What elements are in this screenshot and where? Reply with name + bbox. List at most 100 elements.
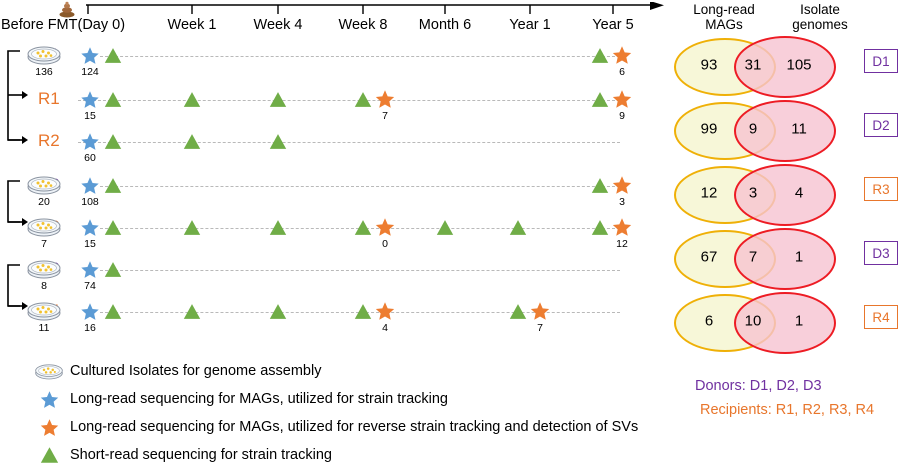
long-read-marker-orange	[375, 217, 395, 237]
short-read-marker	[591, 219, 609, 236]
legend-item-3: Short-read sequencing for strain trackin…	[34, 442, 332, 468]
short-read-marker	[104, 177, 122, 194]
long-read-marker-orange	[612, 217, 632, 237]
venn-value-overlap: 10	[744, 312, 762, 330]
petri-dish-icon	[27, 218, 61, 237]
row-dash-line	[78, 100, 620, 101]
short-read-marker	[183, 303, 201, 320]
long-read-marker-orange	[530, 301, 550, 321]
venn-value-left: 6	[704, 312, 714, 330]
petri-dish-d2	[26, 175, 62, 195]
blue-star-count-r1: 15	[84, 110, 96, 122]
green-triangle-icon	[40, 447, 58, 463]
green-triangle-icon	[104, 220, 122, 235]
green-triangle-icon	[104, 134, 122, 149]
orange-star-icon	[40, 418, 58, 436]
axis-tick-label-1: Week 1	[167, 17, 217, 33]
venn-value-overlap: 9	[748, 120, 758, 138]
row-label-r1: R1	[38, 89, 60, 108]
orange-star-count: 0	[382, 238, 388, 250]
petri-dish-d3	[26, 259, 62, 279]
long-read-marker-blue	[81, 260, 100, 279]
green-triangle-icon	[354, 92, 372, 107]
long-read-marker-orange	[612, 45, 632, 65]
venn-tag-r4: R4	[864, 305, 898, 329]
short-read-marker	[104, 47, 122, 64]
orange-star-icon	[375, 90, 395, 108]
green-triangle-icon	[104, 92, 122, 107]
long-read-marker-blue	[81, 302, 100, 321]
blue-star-icon	[81, 177, 99, 194]
long-read-marker-blue	[81, 132, 100, 151]
dish-count-r4: 11	[38, 322, 50, 334]
venn-header-right-line1: Isolate	[800, 2, 840, 17]
venn-tag-d1: D1	[864, 49, 898, 73]
dish-count-d3: 8	[41, 280, 47, 292]
long-read-marker-orange	[612, 175, 632, 195]
long-read-marker-orange	[375, 89, 395, 109]
green-triangle-icon	[269, 134, 287, 149]
long-read-marker-blue	[81, 90, 100, 109]
petri-dish-r4	[26, 301, 62, 321]
green-triangle-icon	[104, 262, 122, 277]
orange-star-icon	[375, 302, 395, 320]
short-read-marker	[509, 219, 527, 236]
row-dash-line	[100, 186, 620, 187]
timeline-row-r3: R3715012	[0, 216, 680, 260]
long-read-marker-blue	[81, 176, 100, 195]
venn-value-left: 12	[700, 184, 718, 202]
short-read-marker	[354, 303, 372, 320]
green-triangle-icon	[269, 92, 287, 107]
legend-item-2: Long-read sequencing for MAGs, utilized …	[34, 414, 638, 440]
orange-star-count: 6	[619, 66, 625, 78]
green-triangle-icon	[104, 48, 122, 63]
blue-star-icon	[81, 261, 99, 278]
orange-star-icon	[612, 218, 632, 236]
green-triangle-icon	[183, 220, 201, 235]
axis-tick-label-3: Week 8	[338, 17, 388, 33]
row-label-r2: R2	[38, 131, 60, 150]
legend-label: Short-read sequencing for strain trackin…	[70, 447, 332, 463]
timeline-row-d1: D11361246	[0, 44, 680, 88]
short-read-marker	[183, 219, 201, 236]
axis-tick-label-4: Month 6	[418, 17, 472, 33]
venn-tag-d3: D3	[864, 241, 898, 265]
green-triangle-icon	[183, 304, 201, 319]
recipients-note: Recipients: R1, R2, R3, R4	[700, 402, 875, 418]
axis-tick-label-2: Week 4	[253, 17, 303, 33]
green-triangle-icon	[183, 134, 201, 149]
dish-count-d1: 136	[35, 66, 53, 78]
row-dash-line	[100, 270, 620, 271]
blue-star-count-r4: 16	[84, 322, 96, 334]
petri-dish-icon	[27, 302, 61, 321]
short-read-marker	[354, 91, 372, 108]
venn-header-left-line2: MAGs	[705, 17, 743, 32]
orange-star-icon	[612, 46, 632, 64]
timeline-row-d2: D2201083	[0, 174, 680, 218]
green-triangle-icon	[183, 92, 201, 107]
blue-star-icon	[81, 219, 99, 236]
blue-star-count-r3: 15	[84, 238, 96, 250]
short-read-marker	[269, 303, 287, 320]
venn-value-left: 99	[700, 120, 718, 138]
green-triangle-icon	[269, 304, 287, 319]
dish-count-d2: 20	[38, 196, 50, 208]
blue-star-icon	[81, 303, 99, 320]
orange-star-icon	[34, 418, 64, 437]
blue-star-count-d2: 108	[81, 196, 99, 208]
green-triangle-icon	[591, 92, 609, 107]
long-read-marker-orange	[375, 301, 395, 321]
row-dash-line	[78, 142, 620, 143]
short-read-marker	[591, 47, 609, 64]
long-read-marker-orange	[612, 89, 632, 109]
petri-dish-icon	[27, 46, 61, 65]
short-read-marker	[269, 91, 287, 108]
orange-star-count: 7	[382, 110, 388, 122]
petri-dish-icon	[27, 260, 61, 279]
